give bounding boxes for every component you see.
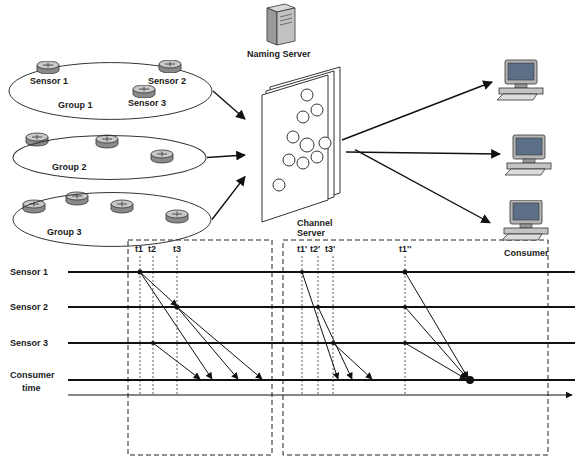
connector-arrow — [213, 91, 245, 119]
time-mark: t1'' — [399, 244, 411, 254]
group-ellipse: Group 2 — [12, 135, 207, 180]
time-mark: t2' — [310, 244, 320, 254]
channel-server: Channel Server — [245, 65, 355, 245]
connector-arrow — [355, 150, 490, 223]
node-label: Group 1 — [58, 100, 93, 110]
node-label: Sensor 3 — [128, 98, 166, 108]
timeline-label: Sensor 3 — [10, 338, 48, 348]
node-label: Naming Server — [247, 49, 311, 59]
timeline-label: Consumer — [10, 370, 55, 380]
sensor-node: Sensor 2 — [148, 59, 190, 89]
sensor-node: Sensor 1 — [30, 60, 72, 90]
time-mark: t3' — [325, 244, 335, 254]
time-mark: t1' — [297, 244, 307, 254]
timeline-label: Sensor 2 — [10, 302, 48, 312]
sensor-node: Sensor 3 — [128, 84, 170, 114]
node-label: Sensor 2 — [148, 76, 186, 86]
node-icon — [263, 2, 297, 50]
axis-label: time — [22, 383, 41, 393]
naming-server: Naming Server — [235, 2, 325, 62]
timeline-label: Sensor 1 — [10, 267, 48, 277]
node-label: Channel Server — [297, 218, 343, 238]
connector-arrow — [207, 155, 245, 158]
connector-arrow — [212, 177, 245, 220]
group-ellipse: Group 1 Sensor 1 Sensor 2 Sensor 3 — [8, 62, 213, 120]
time-mark: t3 — [173, 244, 181, 254]
consumer-computer: Consumer — [490, 200, 570, 265]
node-icon — [158, 59, 182, 77]
time-mark: t2 — [148, 244, 156, 254]
node-label: Group 2 — [52, 162, 87, 172]
node-icon — [36, 60, 60, 78]
node-label: Group 3 — [47, 227, 82, 237]
node-label: Sensor 1 — [30, 76, 68, 86]
group-ellipse: Group 3 — [12, 192, 212, 247]
node-icon — [502, 200, 550, 246]
node-label: Consumer — [504, 248, 549, 258]
time-mark: t1 — [135, 244, 143, 254]
